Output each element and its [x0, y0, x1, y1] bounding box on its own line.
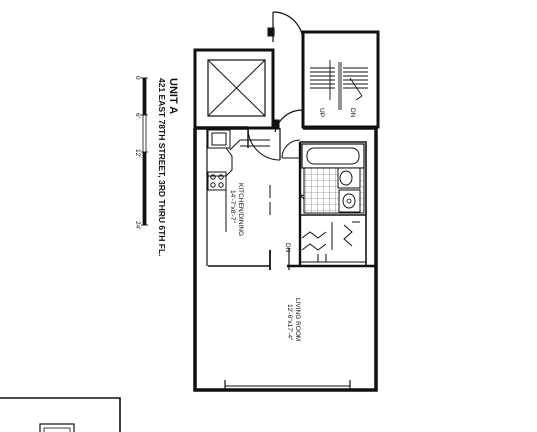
burner [210, 182, 216, 188]
burner [210, 174, 216, 180]
stair-treads [310, 60, 368, 110]
stair-enclosure [301, 30, 380, 129]
burner [218, 174, 224, 180]
stair-down-label: DN [349, 108, 356, 118]
closet-door-bifold [343, 224, 353, 247]
door-swing-arc [272, 11, 304, 43]
kitchen-dimension-label: 14'-7"x8'-7" [229, 190, 236, 223]
building-core: UP DN [193, 11, 380, 133]
stair-up-label: UP [318, 108, 325, 117]
scale-bar: 0 6' 12' 24' [134, 76, 148, 229]
burner [218, 182, 224, 188]
kitchen-name-label: KITCHEN/DINING [237, 183, 244, 236]
unit-title: UNIT A [167, 78, 179, 114]
closets [300, 221, 366, 263]
living-dimension-label: 12'-6"x17'-4" [286, 304, 293, 341]
closet-door-bifold [301, 231, 327, 239]
adjacent-unit-fragment [0, 397, 121, 432]
scale-tick-6: 6' [134, 113, 141, 118]
kitchen-fixtures [207, 129, 271, 232]
scale-tick-12: 12' [134, 149, 141, 157]
scale-tick-0: 0 [134, 76, 141, 80]
address-title: 421 EAST 78TH STREET, 3RD THRU 6TH FL. [157, 78, 167, 257]
scale-tick-24: 24' [134, 221, 141, 229]
living-name-label: LIVING ROOM [294, 298, 301, 341]
room-labels: KITCHEN/DINING 14'-7"x8'-7" DN LIVING RO… [229, 183, 301, 341]
step-down-label: DN [284, 243, 291, 253]
bathroom [301, 143, 365, 214]
elevator-car [207, 59, 266, 117]
title-block: UNIT A 421 EAST 78TH STREET, 3RD THRU 6T… [157, 78, 179, 257]
stove [207, 171, 227, 191]
